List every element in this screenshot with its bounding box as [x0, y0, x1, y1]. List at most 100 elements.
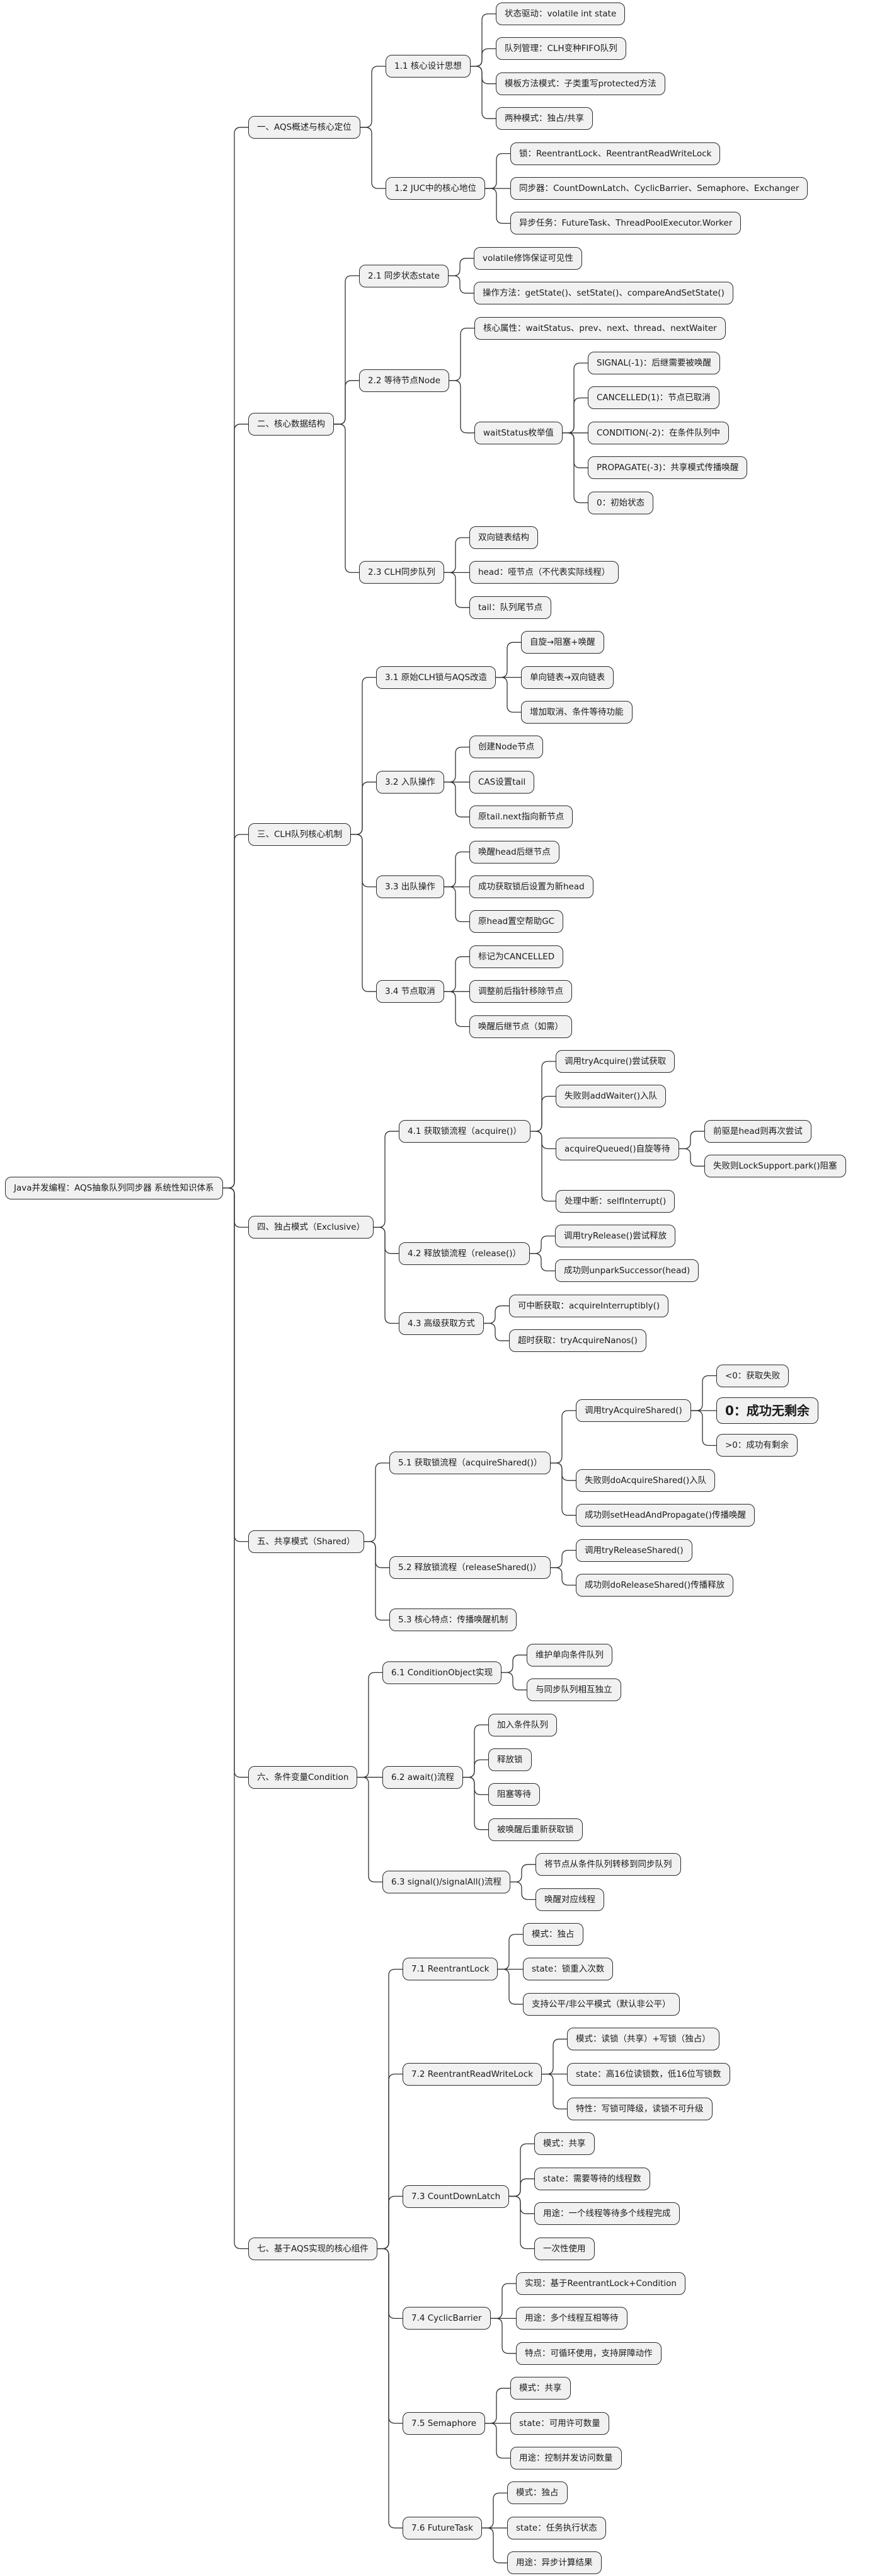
subsection-node: 2.1 同步状态state	[359, 264, 449, 287]
connector-line	[482, 2527, 507, 2563]
detail-node: 唤醒对应线程	[536, 1888, 604, 1911]
connector-line	[691, 1410, 716, 1447]
connector-line	[223, 834, 248, 1189]
subsection-node: 1.2 JUC中的核心地位	[386, 177, 486, 200]
detail-node: 唤醒后继节点（如需）	[469, 1015, 572, 1038]
detail-node: 支持公平/非公平模式（默认非公平）	[523, 1992, 680, 2016]
connector-line	[530, 1095, 556, 1132]
connector-line	[485, 188, 510, 224]
detail-node: 调用tryAcquireShared()	[576, 1399, 691, 1422]
connector-line	[334, 380, 359, 425]
section-node: 五、共享模式（Shared）	[248, 1530, 364, 1553]
connector-line	[374, 1131, 399, 1228]
detail-node: 调用tryRelease()尝试释放	[555, 1225, 676, 1247]
detail-node: 成功则unparkSuccessor(head)	[555, 1259, 699, 1283]
detail-node: 两种模式：独占/共享	[496, 107, 593, 130]
detail-node: 异步任务：FutureTask、ThreadPoolExecutor.Worke…	[510, 212, 742, 235]
connector-line	[509, 2195, 534, 2250]
connector-line	[444, 782, 469, 817]
detail-node: head：哑节点（不代表实际线程）	[469, 561, 619, 584]
connector-line	[449, 380, 474, 434]
connector-line	[491, 2318, 516, 2354]
connector-line	[484, 1305, 509, 1324]
connector-line	[223, 1187, 248, 2250]
subsection-node: 3.1 原始CLH锁与AQS改造	[376, 666, 496, 689]
detail-node: 核心属性：waitStatus、prev、next、thread、nextWai…	[474, 316, 726, 340]
subsection-node: 7.6 FutureTask	[403, 2516, 482, 2539]
subsection-node: 6.1 ConditionObject实现	[382, 1661, 502, 1684]
leaf-node: 前驱是head则再次尝试	[704, 1119, 811, 1143]
detail-node: 锁：ReentrantLock、ReentrantReadWriteLock	[510, 142, 721, 165]
connector-line	[501, 1672, 527, 1690]
detail-node: 操作方法：getState()、setState()、compareAndSet…	[474, 282, 733, 305]
section-node: 二、核心数据结构	[248, 412, 334, 436]
detail-node: 维护单向条件队列	[527, 1643, 612, 1666]
detail-node: volatile修饰保证可见性	[474, 246, 582, 270]
detail-node: 模板方法模式：子类重写protected方法	[496, 72, 665, 95]
detail-node: 超时获取：tryAcquireNanos()	[509, 1329, 646, 1353]
connector-line	[501, 1655, 527, 1673]
connector-line	[530, 1235, 555, 1254]
section-node: 七、基于AQS实现的核心组件	[248, 2237, 377, 2260]
subsection-node: 2.3 CLH同步队列	[359, 561, 444, 584]
detail-node: 一次性使用	[534, 2237, 595, 2260]
detail-node: 自旋→阻塞+唤醒	[521, 631, 604, 654]
connector-line	[360, 127, 386, 189]
detail-node: 模式：读锁（共享）+写锁（独占）	[567, 2028, 719, 2051]
section-node: 一、AQS概述与核心定位	[248, 116, 360, 139]
connector-line	[444, 886, 469, 923]
detail-node: 处理中断：selfInterrupt()	[556, 1189, 675, 1213]
detail-node: 特性：写锁可降级，读锁不可升级	[567, 2098, 713, 2120]
connector-line	[449, 327, 474, 381]
detail-node: 增加取消、条件等待功能	[521, 701, 633, 724]
connector-line	[485, 2422, 510, 2459]
detail-node: 模式：共享	[534, 2132, 595, 2156]
connector-line	[510, 1881, 536, 1900]
subsection-node: 7.4 CyclicBarrier	[403, 2307, 491, 2330]
subsection-node: 6.2 await()流程	[382, 1765, 463, 1789]
leaf-node: PROPAGATE(-3)：共享模式传播唤醒	[588, 456, 748, 480]
connector-line	[530, 1253, 555, 1272]
connector-line	[374, 1227, 399, 1324]
subsection-node: 7.1 ReentrantLock	[403, 1958, 498, 1981]
subsection-node: 7.2 ReentrantReadWriteLock	[403, 2062, 542, 2086]
detail-node: state：需要等待的线程数	[534, 2167, 650, 2190]
connector-line	[496, 676, 521, 713]
detail-node: 成功则doReleaseShared()传播释放	[576, 1574, 734, 1597]
section-node: 六、条件变量Condition	[248, 1765, 358, 1789]
subsection-node: 5.3 核心特点：传播唤醒机制	[389, 1609, 517, 1632]
detail-node: 阻塞等待	[488, 1783, 540, 1806]
subsection-node: 4.1 获取锁流程（acquire()）	[399, 1119, 530, 1143]
detail-node: 标记为CANCELLED	[469, 945, 564, 968]
detail-node: 原tail.next指向新节点	[469, 806, 573, 829]
subsection-node: 4.2 释放锁流程（release()）	[399, 1242, 530, 1265]
detail-node: 加入条件队列	[488, 1713, 557, 1736]
detail-node: 状态驱动：volatile int state	[496, 3, 626, 25]
detail-node: tail：队列尾节点	[469, 596, 552, 619]
connector-line	[351, 782, 376, 835]
leaf-node: CONDITION(-2)：在条件队列中	[588, 421, 729, 444]
detail-node: state：可用许可数量	[510, 2411, 609, 2435]
detail-node: 调用tryAcquire()尝试获取	[556, 1050, 675, 1073]
detail-node: 用途：异步计算结果	[507, 2551, 602, 2575]
detail-node: 模式：共享	[510, 2377, 571, 2400]
connector-line	[551, 1410, 576, 1464]
detail-node: 失败则doAcquireShared()入队	[576, 1469, 716, 1492]
connector-line	[449, 275, 474, 294]
detail-node: state：锁重入次数	[523, 1958, 614, 1981]
detail-node: 成功则setHeadAndPropagate()传播唤醒	[576, 1504, 755, 1527]
connector-line	[463, 1759, 488, 1778]
detail-node: waitStatus枚举值	[474, 421, 563, 444]
detail-node: 将节点从条件队列转移到同步队列	[536, 1853, 681, 1876]
subsection-node: 3.2 入队操作	[376, 770, 444, 794]
detail-node: state：高16位读锁数，低16位写锁数	[567, 2062, 730, 2086]
connector-line	[530, 1131, 556, 1202]
detail-node: 用途：控制并发访问数量	[510, 2447, 622, 2469]
detail-node: 双向链表结构	[469, 526, 538, 549]
detail-node: 被唤醒后重新获取锁	[488, 1818, 583, 1841]
detail-node: acquireQueued()自旋等待	[556, 1137, 679, 1160]
leaf-node: 失败则LockSupport.park()阻塞	[704, 1155, 846, 1178]
subsection-node: 6.3 signal()/signalAll()流程	[382, 1870, 510, 1893]
